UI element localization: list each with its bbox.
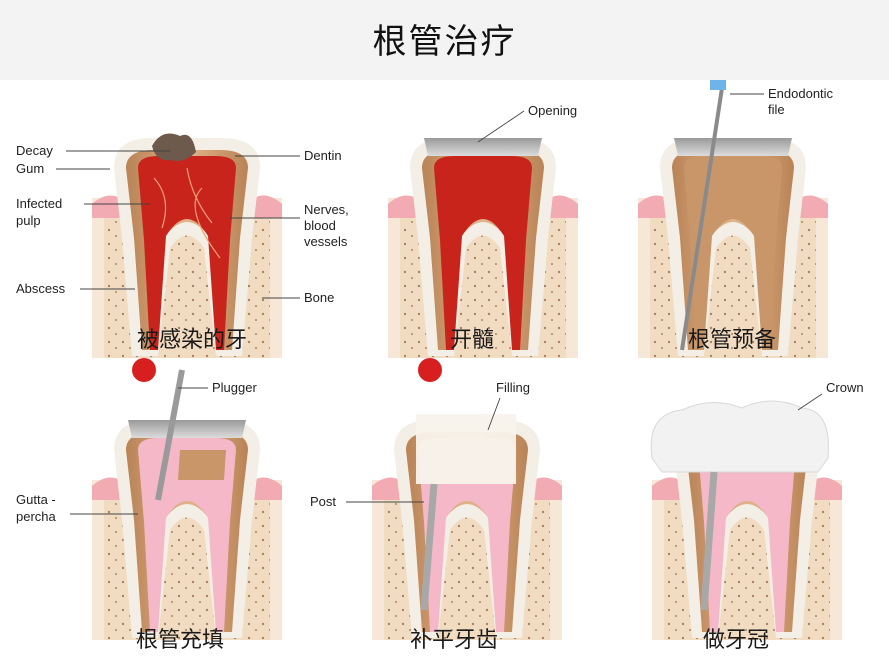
label-decay: Decay (16, 143, 53, 158)
label-abscess: Abscess (16, 281, 66, 296)
label-bone: Bone (304, 290, 334, 305)
label-file: file (768, 102, 785, 117)
label-crown: Crown (826, 380, 864, 395)
caption-infected-tooth: 被感染的牙 (136, 328, 247, 353)
label-blood: blood (304, 218, 336, 233)
panel-crown (650, 400, 842, 640)
panel-infected-tooth (92, 133, 282, 382)
label-plugger: Plugger (212, 380, 257, 395)
label-opening: Opening (528, 103, 577, 118)
label-percha: percha (16, 509, 57, 524)
panel-post-filling (372, 414, 562, 640)
label-post: Post (310, 494, 336, 509)
label-infected: Infected (16, 196, 62, 211)
root-canal-diagram: Decay Gum Infected pulp Abscess Dentin N… (16, 80, 864, 640)
page-title: 根管治疗 (372, 22, 517, 62)
panel-canal-preparation (638, 80, 828, 358)
panel-opening (388, 138, 578, 382)
label-dentin: Dentin (304, 148, 342, 163)
label-gutta: Gutta - (16, 492, 56, 507)
title-banner (0, 0, 889, 80)
caption-crown: 做牙冠 (702, 628, 769, 653)
label-vessels: vessels (304, 234, 348, 249)
caption-canal-preparation: 根管预备 (687, 328, 776, 353)
label-endodontic: Endodontic (768, 86, 834, 101)
caption-canal-filling: 根管充填 (135, 628, 224, 653)
label-filling: Filling (496, 380, 530, 395)
caption-post-filling: 补平牙齿 (409, 628, 498, 653)
label-pulp: pulp (16, 213, 41, 228)
caption-opening: 开髓 (449, 328, 494, 353)
panel-canal-filling (92, 369, 282, 640)
label-gum: Gum (16, 161, 44, 176)
panel-1-labels: Decay Gum Infected pulp Abscess Dentin N… (16, 143, 349, 305)
label-nerves: Nerves, (304, 202, 349, 217)
